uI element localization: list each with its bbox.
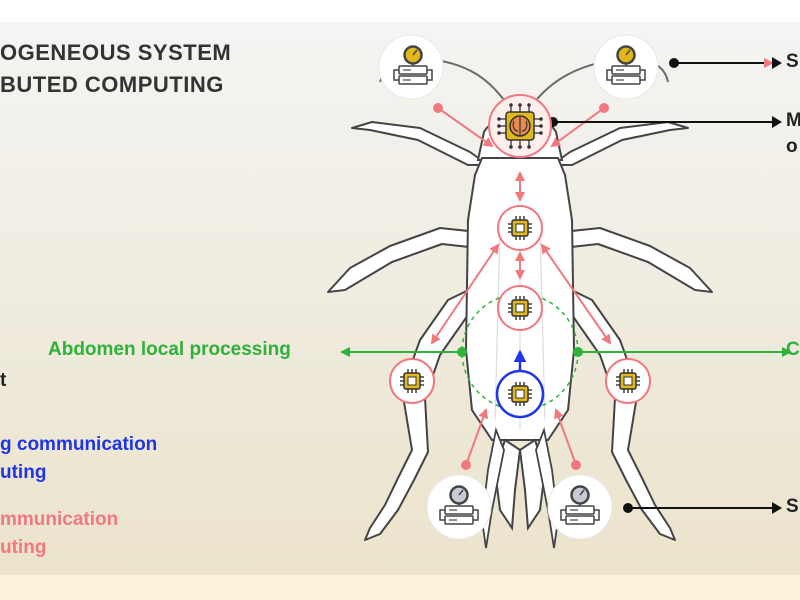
sensor-top-left [378,34,444,100]
pink-dots [433,103,609,470]
leader-ends [548,57,782,514]
sensor-bottom-left [426,474,492,540]
sensor-bottom-right [547,474,613,540]
processor-node-tail [495,369,545,419]
brain-chip-icon [497,103,543,149]
brain-node [488,94,552,158]
title-line-1: OGENEOUS SYSTEM [0,40,232,65]
leader-lines [553,58,774,509]
label-right-s-bottom: S [786,496,799,517]
processor-node-abdomen [497,285,543,331]
label-right-s-top: S [786,51,799,72]
label-right-c: C [786,339,800,360]
label-pink-line-1: mmunication [0,509,119,530]
label-abdomen-local-processing: Abdomen local processing [48,339,291,360]
label-right-o: o [786,136,798,157]
green-node-right [573,347,583,357]
label-blue-line-2: uting [0,462,47,483]
green-node-left [457,347,467,357]
label-partial-t: t [0,370,7,391]
processor-node-left-leg [389,358,435,404]
label-right-m: M [786,110,800,131]
sensor-top-right [593,34,659,100]
processor-node-thorax [497,205,543,251]
label-blue-line-1: g communication [0,434,158,455]
title-line-2: BUTED COMPUTING [0,72,224,97]
processor-node-right-leg [605,358,651,404]
label-pink-line-2: uting [0,537,47,558]
pink-arrows [430,107,612,466]
